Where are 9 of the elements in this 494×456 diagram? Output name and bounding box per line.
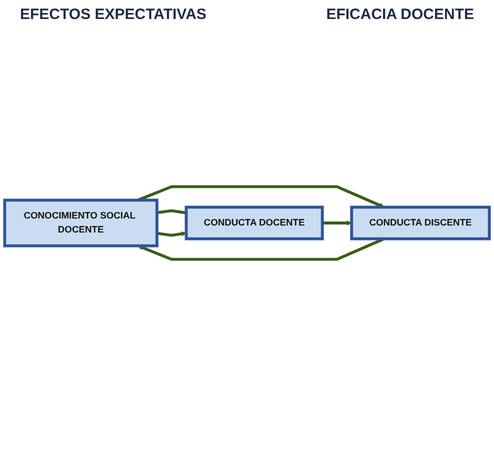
node-box: CONDUCTA DISCENTE <box>350 206 491 240</box>
arrow <box>137 185 384 208</box>
annotation-label: EFECTOS EXPECTATIVAS <box>20 6 206 23</box>
arrow <box>156 231 186 237</box>
connector <box>156 209 186 214</box>
node-box: CONOCIMIENTO SOCIAL DOCENTE <box>3 198 158 248</box>
node-box: CONDUCTA DOCENTE <box>184 206 324 240</box>
annotation-label: EFICACIA DOCENTE <box>326 6 474 23</box>
arrow <box>322 220 352 226</box>
